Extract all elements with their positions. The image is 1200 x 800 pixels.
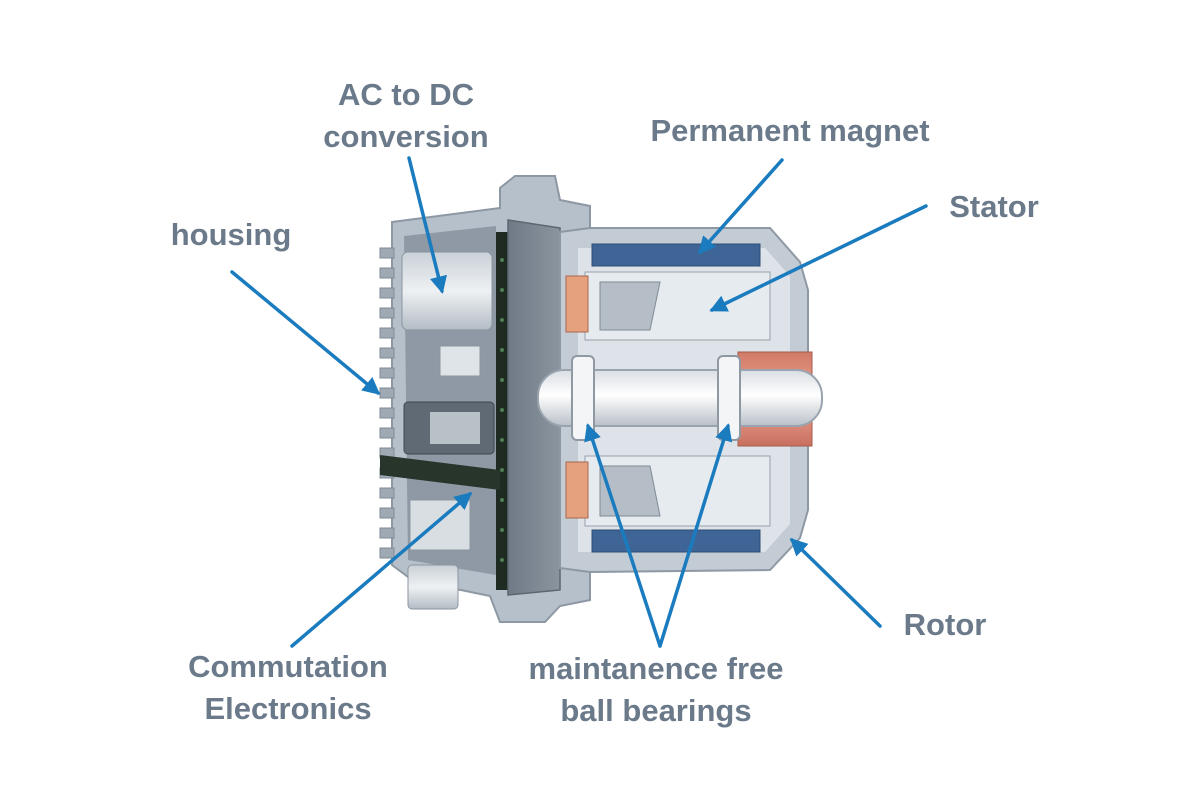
label-stator: Stator	[934, 186, 1054, 228]
label-housing-text: housing	[170, 217, 292, 252]
bearing-left	[571, 355, 595, 441]
label-bearings-line-2: ball bearings	[560, 693, 752, 728]
arrow-bearing-right	[658, 423, 733, 648]
converter-block	[401, 251, 493, 331]
label-housing: housing	[156, 214, 306, 256]
arrow-rotor	[789, 537, 882, 628]
label-rotor-text: Rotor	[903, 607, 987, 642]
winding-detail-bottom	[565, 461, 589, 519]
pcb-lower	[380, 455, 500, 490]
label-stator-text: Stator	[949, 189, 1039, 224]
label-commutation-line-1: Commutation	[188, 649, 388, 684]
connector-face	[430, 412, 480, 444]
arrow-stator	[709, 204, 928, 312]
label-ac-dc-conversion: AC to DC conversion	[306, 74, 506, 158]
magnet-bottom	[591, 529, 761, 553]
label-ac-dc-line-2: conversion	[323, 119, 489, 154]
label-permanent-magnet-text: Permanent magnet	[650, 113, 930, 148]
shaft	[537, 369, 823, 427]
arrow-commutation	[290, 492, 473, 648]
label-permanent-magnet: Permanent magnet	[630, 110, 950, 152]
label-rotor: Rotor	[890, 604, 1000, 646]
motor-illustration	[379, 175, 823, 623]
label-commutation-line-2: Electronics	[204, 691, 372, 726]
label-ac-dc-line-1: AC to DC	[337, 77, 475, 112]
cable-gland	[407, 564, 459, 610]
capacitor	[439, 345, 481, 377]
label-ball-bearings: maintanence free ball bearings	[506, 648, 806, 732]
label-bearings-line-1: maintanence free	[528, 651, 784, 686]
pcb-dots	[500, 258, 504, 562]
magnet-top	[591, 243, 761, 267]
arrow-permanent-magnet	[698, 158, 784, 255]
arrow-ac-dc	[407, 156, 447, 294]
arrow-bearing-left	[584, 423, 662, 648]
arrow-housing	[230, 270, 381, 395]
label-commutation-electronics: Commutation Electronics	[168, 646, 408, 730]
stator-upper-core	[599, 281, 661, 331]
winding-detail-top	[565, 275, 589, 333]
callout-arrows	[230, 156, 928, 648]
lower-component	[409, 499, 471, 551]
